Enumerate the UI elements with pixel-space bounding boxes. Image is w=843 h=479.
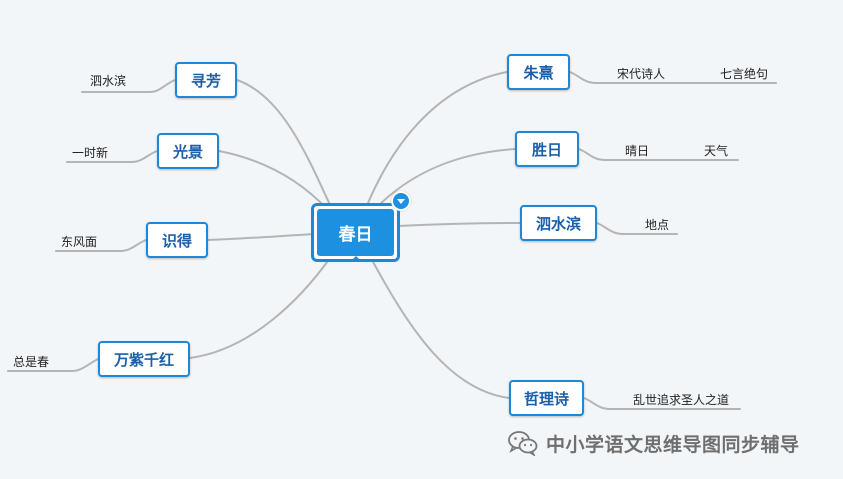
leaf-line-zhelishi	[583, 397, 741, 410]
topic-wanzi-qianhong[interactable]: 万紫千红	[98, 341, 190, 377]
connector-guangjing	[218, 150, 329, 211]
leaf-line-zhuxi-a	[569, 71, 691, 84]
leaf-line-shengri-a	[578, 148, 677, 161]
leaf-line-xunfang	[81, 79, 176, 93]
root-topic-label: 春日	[317, 209, 394, 256]
leaf-xunfang[interactable]: 泗水滨	[90, 74, 127, 88]
leaf-line-shide	[55, 239, 147, 252]
root-notch	[350, 256, 362, 262]
leaf-zhuxi-songdai[interactable]: 宋代诗人	[617, 67, 666, 81]
connector-shide	[207, 233, 316, 241]
leaf-shengri-tianqi[interactable]: 天气	[704, 144, 729, 158]
connector-sishuibin	[397, 222, 521, 227]
leaf-wanzi[interactable]: 总是春	[13, 355, 50, 369]
wechat-icon	[508, 431, 538, 456]
leaf-line-guangjing	[66, 150, 158, 163]
topic-shide[interactable]: 识得	[146, 222, 208, 258]
connector-zhelishi	[371, 259, 510, 399]
connector-zhuxi	[367, 71, 508, 204]
leaf-guangjing[interactable]: 一时新	[72, 146, 109, 160]
root-topic[interactable]: 春日	[311, 203, 400, 262]
leaf-line-wanzi	[7, 358, 99, 372]
collapse-toggle-icon[interactable]	[391, 191, 411, 211]
watermark: 中小学语文思维导图同步辅导	[508, 428, 800, 458]
leaf-line-sishuibin	[596, 222, 678, 235]
leaf-sishuibin-didian[interactable]: 地点	[645, 218, 670, 232]
topic-zhuxi[interactable]: 朱熹	[507, 54, 570, 90]
topic-xunfang[interactable]: 寻芳	[175, 62, 237, 98]
leaf-zhuxi-qiyan[interactable]: 七言绝句	[720, 67, 769, 81]
leaf-shengri-qingri[interactable]: 晴日	[625, 144, 650, 158]
topic-shengri[interactable]: 胜日	[515, 131, 579, 167]
connector-xunfang	[236, 79, 331, 206]
topic-sishuibin[interactable]: 泗水滨	[520, 205, 597, 241]
topic-guangjing[interactable]: 光景	[157, 133, 219, 169]
leaf-zhelishi[interactable]: 乱世追求圣人之道	[633, 393, 730, 407]
watermark-text: 中小学语文思维导图同步辅导	[546, 433, 800, 456]
leaf-shide[interactable]: 东风面	[61, 235, 98, 249]
topic-zhelishi[interactable]: 哲理诗	[509, 380, 584, 416]
connector-wanzi	[189, 257, 331, 359]
